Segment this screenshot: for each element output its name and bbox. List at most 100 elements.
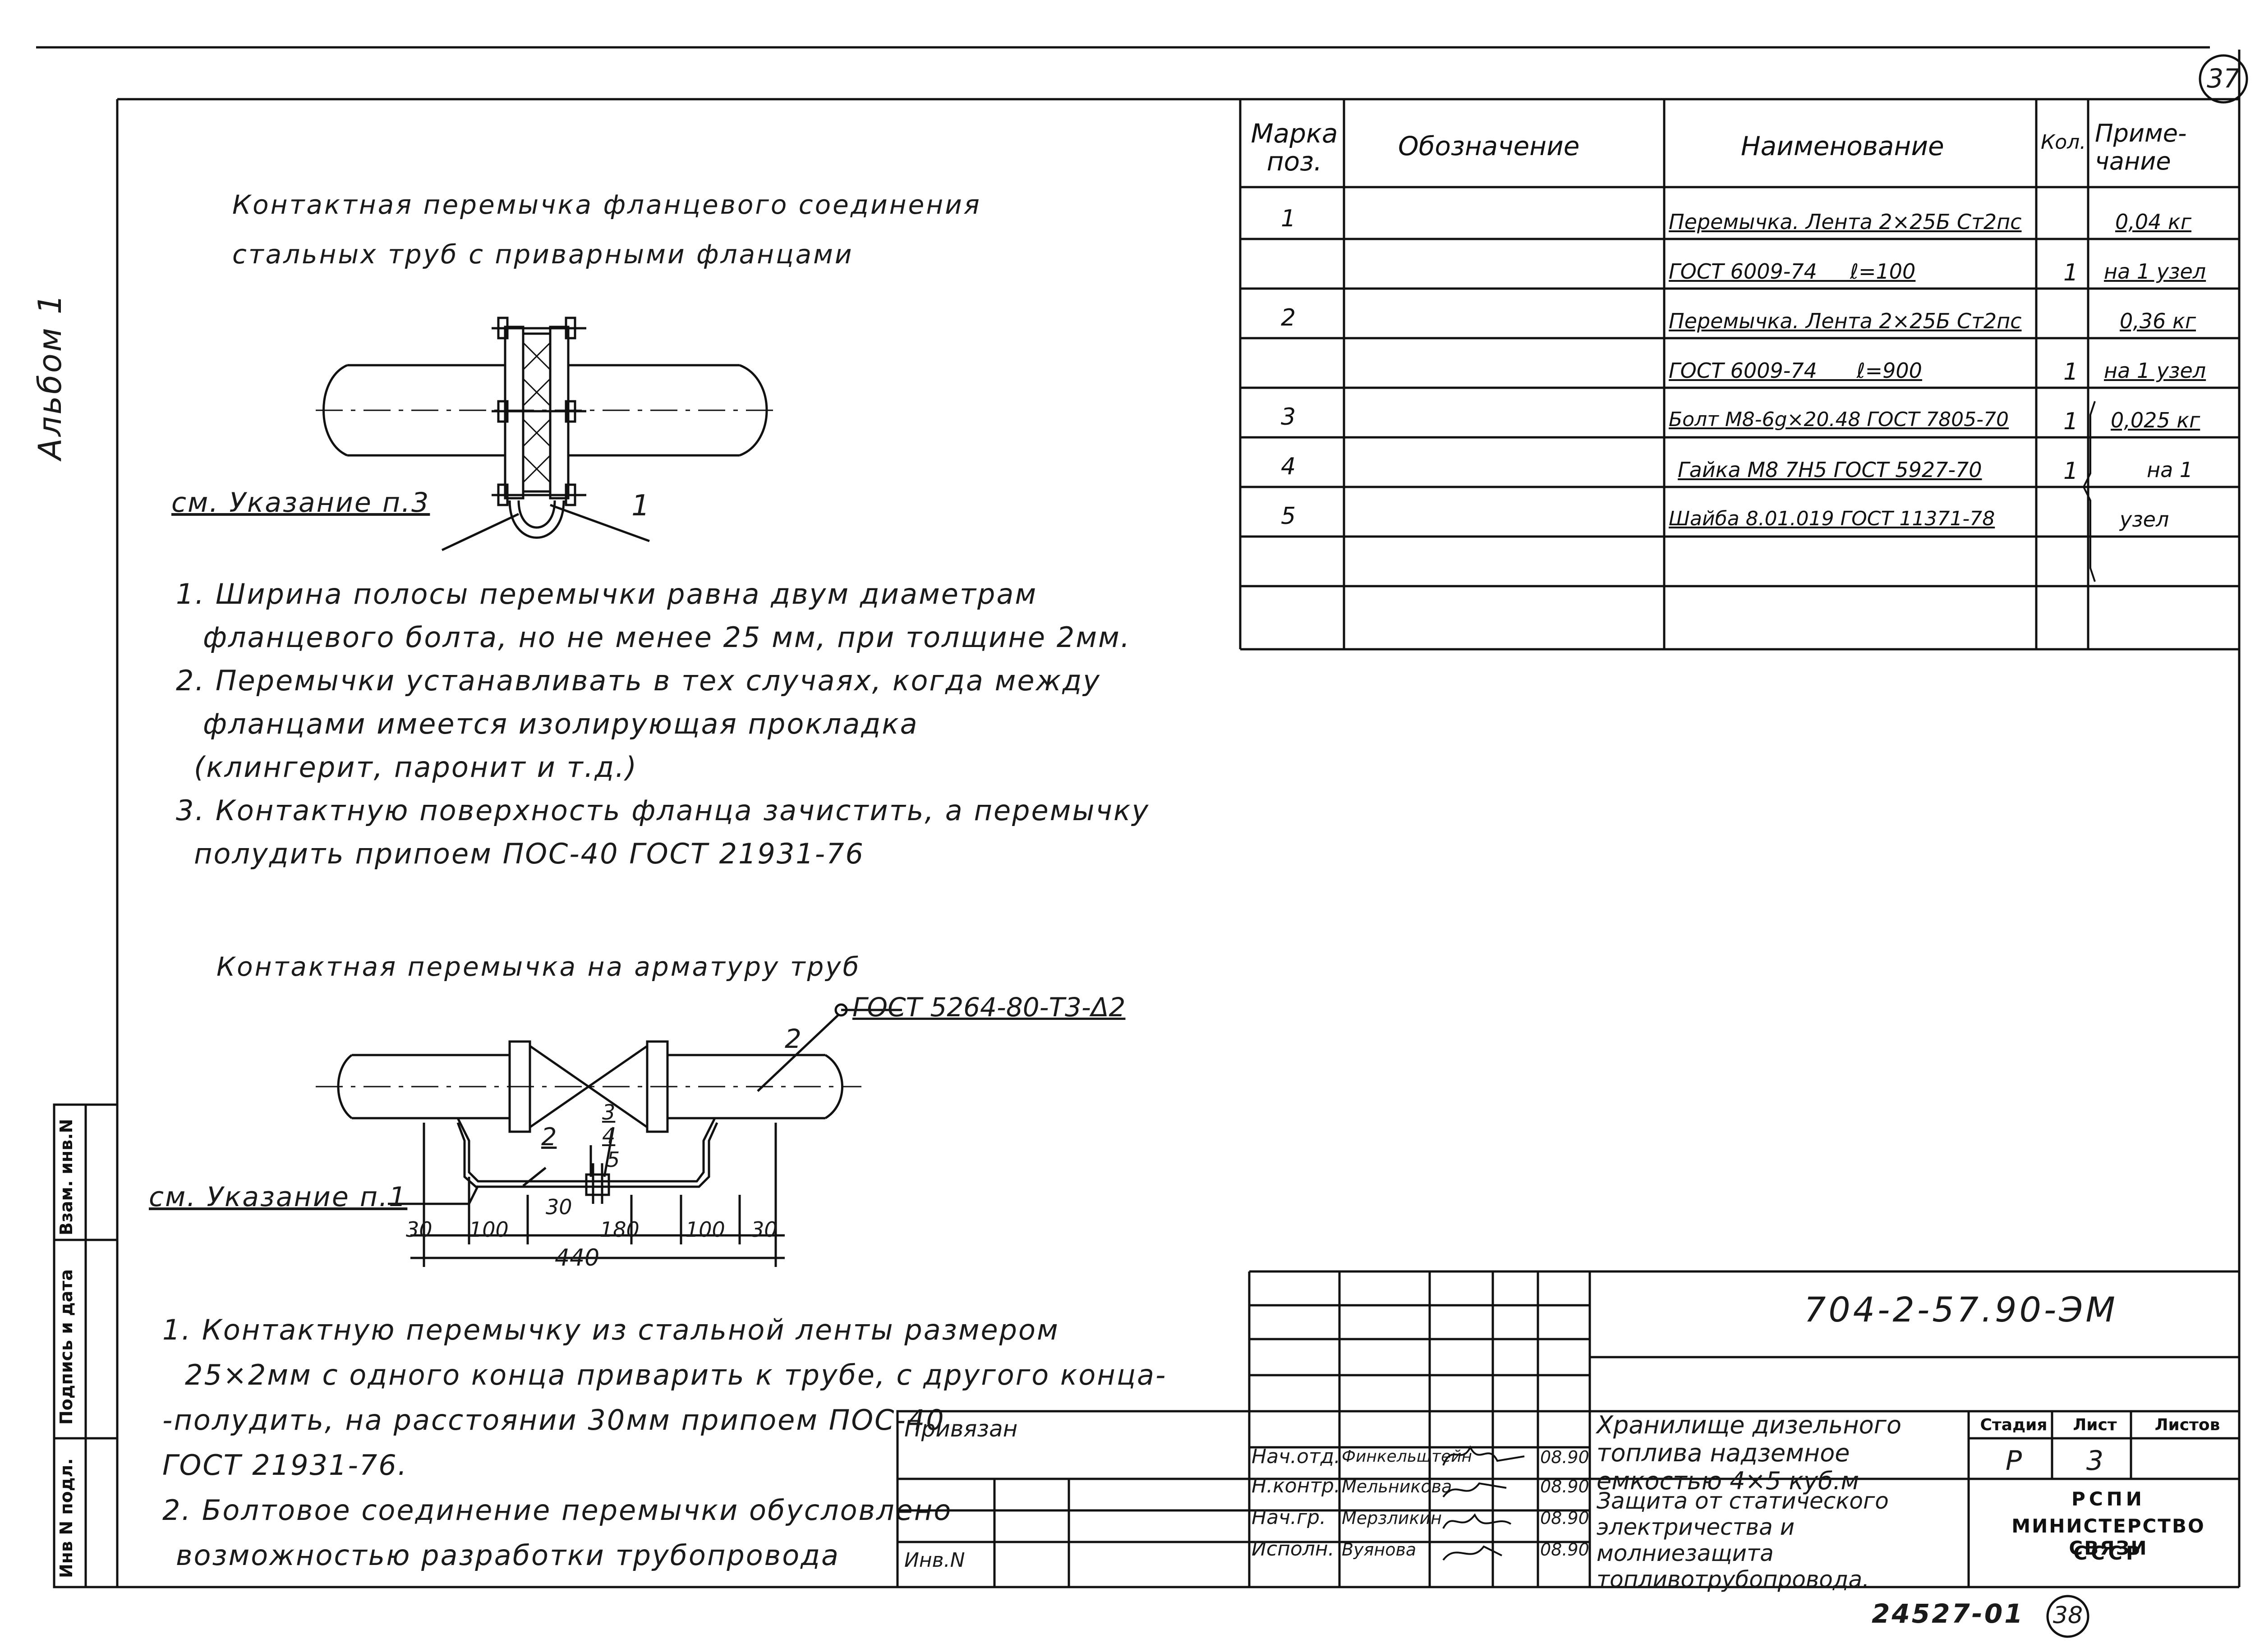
signer-date: 08.90 — [1540, 1447, 1589, 1467]
page-number: 37 — [2207, 63, 2240, 94]
section2-title: Контактная перемычка на арматуру труб — [216, 951, 861, 982]
pos-label-4: 4 — [602, 1124, 616, 1148]
note-line: возможностью разработки трубопровода — [176, 1539, 840, 1572]
note-line: 2. Болтовое соединение перемычки обуслов… — [162, 1494, 953, 1527]
spec-row-name: ГОСТ 6009-74 ℓ=900 — [1669, 358, 1922, 383]
spec-row-note: 0,04 кг — [2115, 210, 2191, 234]
bottom-number: 24527-01 — [1872, 1598, 2025, 1629]
signer-date: 08.90 — [1540, 1477, 1589, 1496]
note-line: 2. Перемычки устанавливать в тех случаях… — [176, 664, 1101, 697]
signer-role: Нач.отд. — [1252, 1445, 1340, 1468]
spec-row-note: узел — [2120, 507, 2169, 532]
spec-row-note: на 1 — [2147, 458, 2193, 482]
spec-row-name: Болт М8-6g×20.48 ГОСТ 7805-70 — [1669, 408, 2009, 431]
spec-row-qty: 1 — [2063, 458, 2079, 485]
spec-row-pos: 1 — [1281, 205, 1296, 232]
page-number-circle — [2200, 55, 2247, 102]
spec-header-naimenovanie: Наименование — [1741, 131, 1944, 161]
spec-table-grid — [1236, 99, 2241, 658]
weld-number: 2 — [785, 1023, 801, 1054]
pos-label-3: 3 — [602, 1100, 616, 1124]
section1-title-line2: стальных труб с приварными фланцами — [232, 239, 854, 270]
section1-notes: 1. Ширина полосы перемычки равна двум ди… — [176, 573, 1150, 876]
stadiya-value: Р — [2005, 1445, 2022, 1477]
spec-row-pos: 3 — [1281, 404, 1296, 431]
list-value: 3 — [2086, 1445, 2104, 1477]
spec-header-kol: Кол. — [2041, 131, 2086, 154]
album-label: Альбом 1 — [32, 292, 69, 460]
dim-100-left: 100 — [469, 1217, 509, 1242]
spec-row-name: Перемычка. Лента 2×25Б Ст2пс — [1669, 309, 2022, 333]
side-stamp-frame — [50, 1100, 122, 1592]
section2-notes: 1. Контактную перемычку из стальной лент… — [162, 1308, 1167, 1578]
sheet-name: Защита от статического электричества и м… — [1597, 1488, 1889, 1592]
spec-row-name: Перемычка. Лента 2×25Б Ст2пс — [1669, 210, 2022, 234]
valve-jumper-drawing — [271, 992, 902, 1317]
side-stamp-inv: Инв N подл. — [56, 1458, 76, 1578]
note-line: 3. Контактную поверхность фланца зачисти… — [176, 794, 1150, 827]
section1-callout-label: см. Указание п.3 — [171, 487, 430, 519]
inv-n-label: Инв.N — [904, 1549, 965, 1572]
dim-100-right: 100 — [686, 1217, 725, 1242]
signer-role: Нач.гр. — [1252, 1506, 1326, 1529]
signer-role: Н.контр. — [1252, 1474, 1340, 1497]
section1-callout-number: 1 — [631, 489, 650, 523]
spec-header-marka: Марка поз. — [1251, 118, 1338, 177]
spec-row-name: Гайка М8 7Н5 ГОСТ 5927-70 — [1678, 458, 1982, 482]
spec-row-qty: 1 — [2063, 408, 2079, 435]
bottom-circle-number: 38 — [2053, 1602, 2083, 1629]
spec-row-name: ГОСТ 6009-74 ℓ=100 — [1669, 259, 1916, 284]
note-line: фланцами имеется изолирующая прокладка — [203, 707, 919, 740]
spec-row-pos: 5 — [1281, 503, 1296, 530]
dim-180: 180 — [600, 1217, 640, 1242]
note-line: -полудить, на расстоянии 30мм припоем ПО… — [162, 1404, 945, 1436]
note-line: 1. Контактную перемычку из стальной лент… — [162, 1313, 1059, 1346]
section2-callout-label: см. Указание п.1 — [149, 1181, 408, 1213]
org-line2: МИНИСТЕРСТВО СВЯЗИ — [2011, 1515, 2205, 1559]
spec-header-oboznachenie: Обозначение — [1398, 131, 1580, 161]
dim-total: 440 — [555, 1244, 600, 1271]
stadiya-header: Стадия — [1980, 1416, 2048, 1434]
note-line: 25×2мм с одного конца приварить к трубе,… — [185, 1358, 1167, 1391]
signer-role: Исполн. — [1252, 1537, 1335, 1560]
spec-row-note: 0,36 кг — [2120, 309, 2196, 333]
note-line: фланцевого болта, но не менее 25 мм, при… — [203, 621, 1131, 654]
spec-row-note: на 1 узел — [2104, 259, 2206, 284]
spec-row-note: 0,025 кг — [2111, 408, 2200, 432]
signer-date: 08.90 — [1540, 1540, 1589, 1560]
note-line: (клингерит, паронит и т.д.) — [194, 751, 638, 784]
list-header: Лист — [2073, 1416, 2117, 1434]
spec-row-name: Шайба 8.01.019 ГОСТ 11371-78 — [1669, 507, 1995, 530]
spec-row-note: на 1 узел — [2104, 358, 2206, 383]
dim-30-right: 30 — [751, 1217, 778, 1242]
note-line: 1. Ширина полосы перемычки равна двум ди… — [176, 578, 1038, 610]
listov-header: Листов — [2154, 1416, 2220, 1434]
spec-row-qty: 1 — [2063, 358, 2079, 385]
dim-30-mid: 30 — [546, 1195, 572, 1219]
pos-label-2: 2 — [541, 1123, 557, 1151]
spec-header-primechanie: Приме- чание — [2095, 119, 2187, 175]
signer-name: Мельникова — [1342, 1477, 1452, 1496]
title-block-grid — [893, 1267, 2246, 1592]
privyazan-label: Привязан — [904, 1416, 1018, 1442]
gost-label: ГОСТ 5264-80-Т3-Δ2 — [852, 992, 1126, 1023]
spec-row-pos: 2 — [1281, 304, 1296, 331]
side-stamp-replace: Взам. инв.N — [56, 1119, 76, 1235]
pos-label-5: 5 — [607, 1147, 620, 1172]
drawing-code: 704-2-57.90-ЭМ — [1804, 1289, 2118, 1330]
flange-joint-drawing — [298, 307, 794, 559]
signer-name: Финкельштейн — [1342, 1447, 1473, 1466]
org-line3: СССР — [2073, 1542, 2144, 1564]
spec-row-qty: 1 — [2063, 259, 2079, 286]
signatures — [1434, 1438, 1542, 1583]
dim-30-left: 30 — [406, 1217, 433, 1242]
signer-name: Вуянова — [1342, 1540, 1417, 1560]
note-line: полудить припоем ПОС-40 ГОСТ 21931-76 — [194, 837, 865, 870]
signer-date: 08.90 — [1540, 1508, 1589, 1528]
org-line1: РСПИ — [2071, 1488, 2145, 1510]
spec-row-pos: 4 — [1281, 453, 1296, 480]
side-stamp-signature: Подпись и дата — [56, 1269, 76, 1425]
note-line: ГОСТ 21931-76. — [162, 1449, 408, 1482]
section1-title-line1: Контактная перемычка фланцевого соединен… — [232, 189, 981, 220]
signer-name: Мерзликин — [1342, 1508, 1442, 1528]
